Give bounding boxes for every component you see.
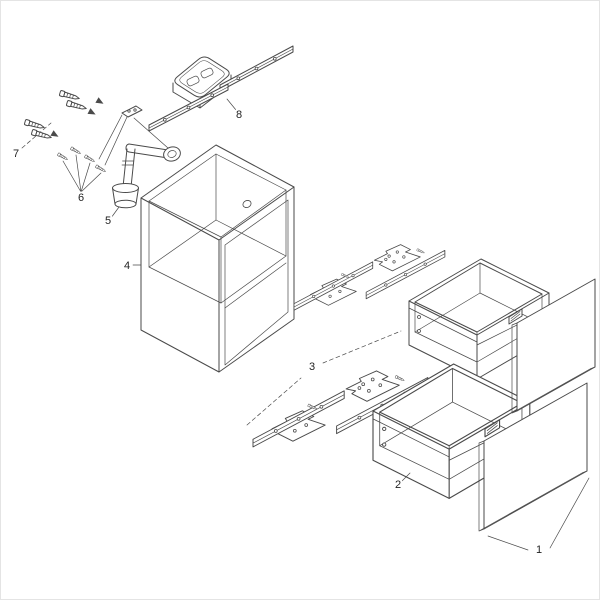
trap-cup-side bbox=[112, 187, 139, 205]
rail-hole bbox=[254, 66, 259, 71]
front-panel-lower-thickness bbox=[478, 440, 588, 532]
pointer-lines bbox=[98, 114, 128, 166]
screw-icon bbox=[23, 118, 46, 131]
part-7-label: 7 bbox=[13, 148, 19, 160]
drawing-tray-and-rails bbox=[148, 45, 294, 132]
insert-direction-arrow-icon bbox=[95, 97, 106, 107]
leader-line-part-2 bbox=[400, 472, 411, 483]
rail-hole bbox=[236, 76, 241, 81]
leader-line-part-5 bbox=[110, 206, 120, 219]
rail-hole bbox=[210, 93, 215, 97]
leader-line-part-3 bbox=[246, 330, 402, 426]
screw-icon bbox=[65, 99, 88, 112]
trap-cup-rim bbox=[112, 183, 139, 193]
front-panel-upper-thickness bbox=[511, 322, 596, 414]
trap-cup-bottom bbox=[114, 199, 137, 209]
cabinet-interior-corners bbox=[148, 153, 287, 304]
mounting-plate-icon bbox=[121, 105, 143, 118]
leader-lines-part-6 bbox=[62, 154, 102, 193]
shelf-thickness-edge bbox=[224, 262, 287, 309]
cabinet-edges bbox=[140, 186, 295, 373]
screw-icon bbox=[30, 128, 53, 141]
pipe-elbow bbox=[125, 143, 130, 153]
small-screw-icon bbox=[94, 164, 107, 174]
small-screw-icon bbox=[56, 152, 69, 162]
pipe-flange-inner bbox=[167, 150, 177, 158]
part-labels: 7 6 5 4 8 3 2 1 bbox=[11, 107, 544, 558]
plate-hole bbox=[127, 109, 131, 113]
drawing-siphon bbox=[110, 143, 181, 219]
drawing-cabinet-body bbox=[132, 144, 295, 373]
leader-line-part-8 bbox=[226, 98, 237, 111]
part-5-label: 5 bbox=[105, 215, 111, 227]
cabinet-shelf bbox=[148, 219, 287, 304]
drawing-front-panels bbox=[478, 278, 596, 551]
drawing-fitting-screws bbox=[56, 105, 169, 193]
cabinet-front-opening bbox=[224, 199, 289, 366]
part-4-label: 4 bbox=[124, 260, 130, 272]
horizontal-pipe bbox=[128, 143, 169, 159]
pipe-hole bbox=[242, 200, 252, 208]
vertical-pipe bbox=[122, 148, 136, 188]
pipe-flange bbox=[163, 146, 181, 162]
plate-hole bbox=[133, 108, 137, 112]
part-2-label: 2 bbox=[395, 479, 401, 491]
screw-icon bbox=[58, 89, 81, 102]
part-1-label: 1 bbox=[536, 544, 542, 556]
insert-direction-arrow-icon bbox=[50, 130, 61, 140]
drawing-drawer-boxes bbox=[372, 258, 550, 499]
rail-hole bbox=[163, 118, 167, 122]
small-screw-icon bbox=[83, 154, 96, 164]
small-screw-icon bbox=[69, 146, 82, 156]
drawing-screw-set bbox=[21, 89, 106, 149]
leader-line-part-7 bbox=[21, 122, 52, 149]
part-8-label: 8 bbox=[236, 109, 242, 121]
tray-cutout bbox=[200, 67, 214, 79]
rail-hole bbox=[186, 105, 191, 110]
tray-rim-inner bbox=[179, 60, 225, 94]
insert-direction-arrow-icon bbox=[87, 108, 98, 118]
drawing-runner-sets bbox=[246, 245, 445, 447]
pointer-line bbox=[133, 117, 169, 149]
leader-line-part-1 bbox=[487, 477, 590, 551]
rail-hole bbox=[272, 56, 277, 61]
part-3-label: 3 bbox=[309, 361, 315, 373]
tray-cutout bbox=[186, 75, 200, 87]
cabinet-silhouette bbox=[140, 144, 295, 373]
pipe-nut bbox=[121, 160, 135, 166]
part-6-label: 6 bbox=[78, 192, 84, 204]
